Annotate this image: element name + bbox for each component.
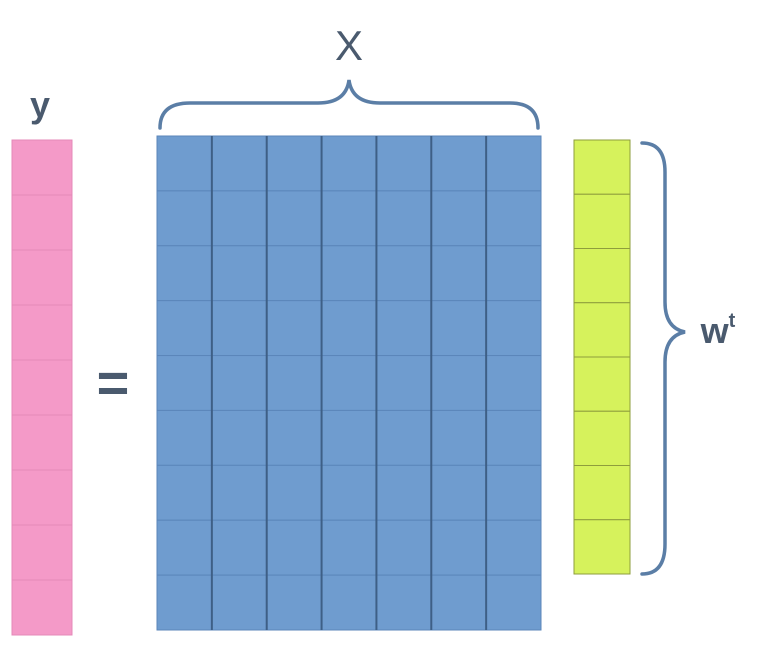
matrix-X-cell	[156, 300, 213, 357]
vector-y-cell	[11, 524, 73, 581]
matrix-X-cell	[375, 300, 432, 357]
vector-w-cell	[573, 139, 631, 195]
matrix-X-cell	[430, 574, 487, 631]
matrix-X-cell	[211, 464, 268, 521]
vector-w-cell	[573, 356, 631, 412]
vector-w	[573, 139, 631, 575]
vector-y-cell	[11, 469, 73, 526]
matrix-X-cell	[321, 574, 377, 631]
label-X: X	[335, 22, 363, 69]
matrix-X-cell	[321, 190, 377, 247]
matrix-X-cell	[321, 355, 377, 411]
matrix-X-cell	[211, 190, 268, 247]
matrix-X-cell	[321, 245, 377, 302]
matrix-X-cell	[211, 409, 268, 466]
vector-w-cell	[573, 248, 631, 304]
matrix-X-cell	[485, 574, 542, 631]
vector-y-cell	[11, 194, 73, 251]
vector-y-cell	[11, 304, 73, 361]
vector-w-cell	[573, 465, 631, 521]
matrix-X-cell	[156, 464, 213, 521]
matrix-X-cell	[321, 135, 377, 192]
matrix-X-cell	[156, 355, 213, 411]
matrix-X-cell	[156, 574, 213, 631]
vector-w-cell	[573, 302, 631, 358]
matrix-X-cell	[211, 135, 268, 192]
matrix-X-cell	[485, 245, 542, 302]
matrix-X-cell	[156, 409, 213, 466]
matrix-X-cell	[266, 355, 323, 411]
label-y: y	[30, 84, 50, 125]
matrix-X-cell	[375, 464, 432, 521]
matrix-X-cell	[321, 300, 377, 357]
vector-w-cell	[573, 410, 631, 466]
brace-X	[158, 79, 540, 130]
brace-w	[640, 141, 686, 576]
matrix-X-cell	[430, 355, 487, 411]
matrix-X-cell	[156, 245, 213, 302]
matrix-X-cell	[485, 519, 542, 576]
matrix-X-cell	[266, 574, 323, 631]
matrix-X-cell	[485, 464, 542, 521]
matrix-X-cell	[266, 409, 323, 466]
matrix-X-cell	[375, 135, 432, 192]
label-w-transpose: wt	[700, 310, 736, 351]
vector-w-cell	[573, 519, 631, 575]
matrix-X-cell	[485, 355, 542, 411]
matrix-X-cell	[485, 135, 542, 192]
matrix-X-cell	[375, 519, 432, 576]
vector-y-cell	[11, 579, 73, 636]
matrix-X-cell	[430, 519, 487, 576]
matrix-X-cell	[430, 135, 487, 192]
vector-y-cell	[11, 414, 73, 471]
vector-y-cell	[11, 249, 73, 306]
matrix-X-cell	[211, 519, 268, 576]
matrix-X-cell	[211, 574, 268, 631]
label-w: w	[700, 310, 730, 351]
matrix-X-cell	[266, 190, 323, 247]
matrix-X-cell	[266, 245, 323, 302]
matrix-X-cell	[156, 519, 213, 576]
label-w-superscript: t	[729, 310, 736, 332]
vector-y	[11, 139, 73, 636]
matrix-X-cell	[266, 135, 323, 192]
matrix-X-cell	[430, 300, 487, 357]
matrix-X-cell	[430, 190, 487, 247]
matrix-X-cell	[156, 135, 213, 192]
matrix-X-cell	[430, 409, 487, 466]
matrix-X	[156, 135, 542, 631]
matrix-X-cell	[266, 464, 323, 521]
vector-y-cell	[11, 359, 73, 416]
matrix-X-cell	[321, 409, 377, 466]
equals-sign: =	[97, 351, 130, 414]
matrix-X-cell	[375, 409, 432, 466]
matrix-X-cell	[211, 300, 268, 357]
matrix-X-cell	[375, 245, 432, 302]
matrix-X-cell	[266, 300, 323, 357]
matrix-X-cell	[485, 300, 542, 357]
matrix-X-cell	[485, 190, 542, 247]
matrix-X-cell	[430, 464, 487, 521]
matrix-X-cell	[321, 519, 377, 576]
vector-w-cell	[573, 193, 631, 249]
matrix-X-cell	[156, 190, 213, 247]
matrix-X-cell	[266, 519, 323, 576]
matrix-X-cell	[321, 464, 377, 521]
matrix-X-cell	[211, 355, 268, 411]
matrix-X-cell	[211, 245, 268, 302]
matrix-X-cell	[375, 355, 432, 411]
matrix-X-cell	[375, 190, 432, 247]
matrix-X-cell	[485, 409, 542, 466]
matrix-X-cell	[375, 574, 432, 631]
matrix-X-cell	[430, 245, 487, 302]
vector-y-cell	[11, 139, 73, 196]
